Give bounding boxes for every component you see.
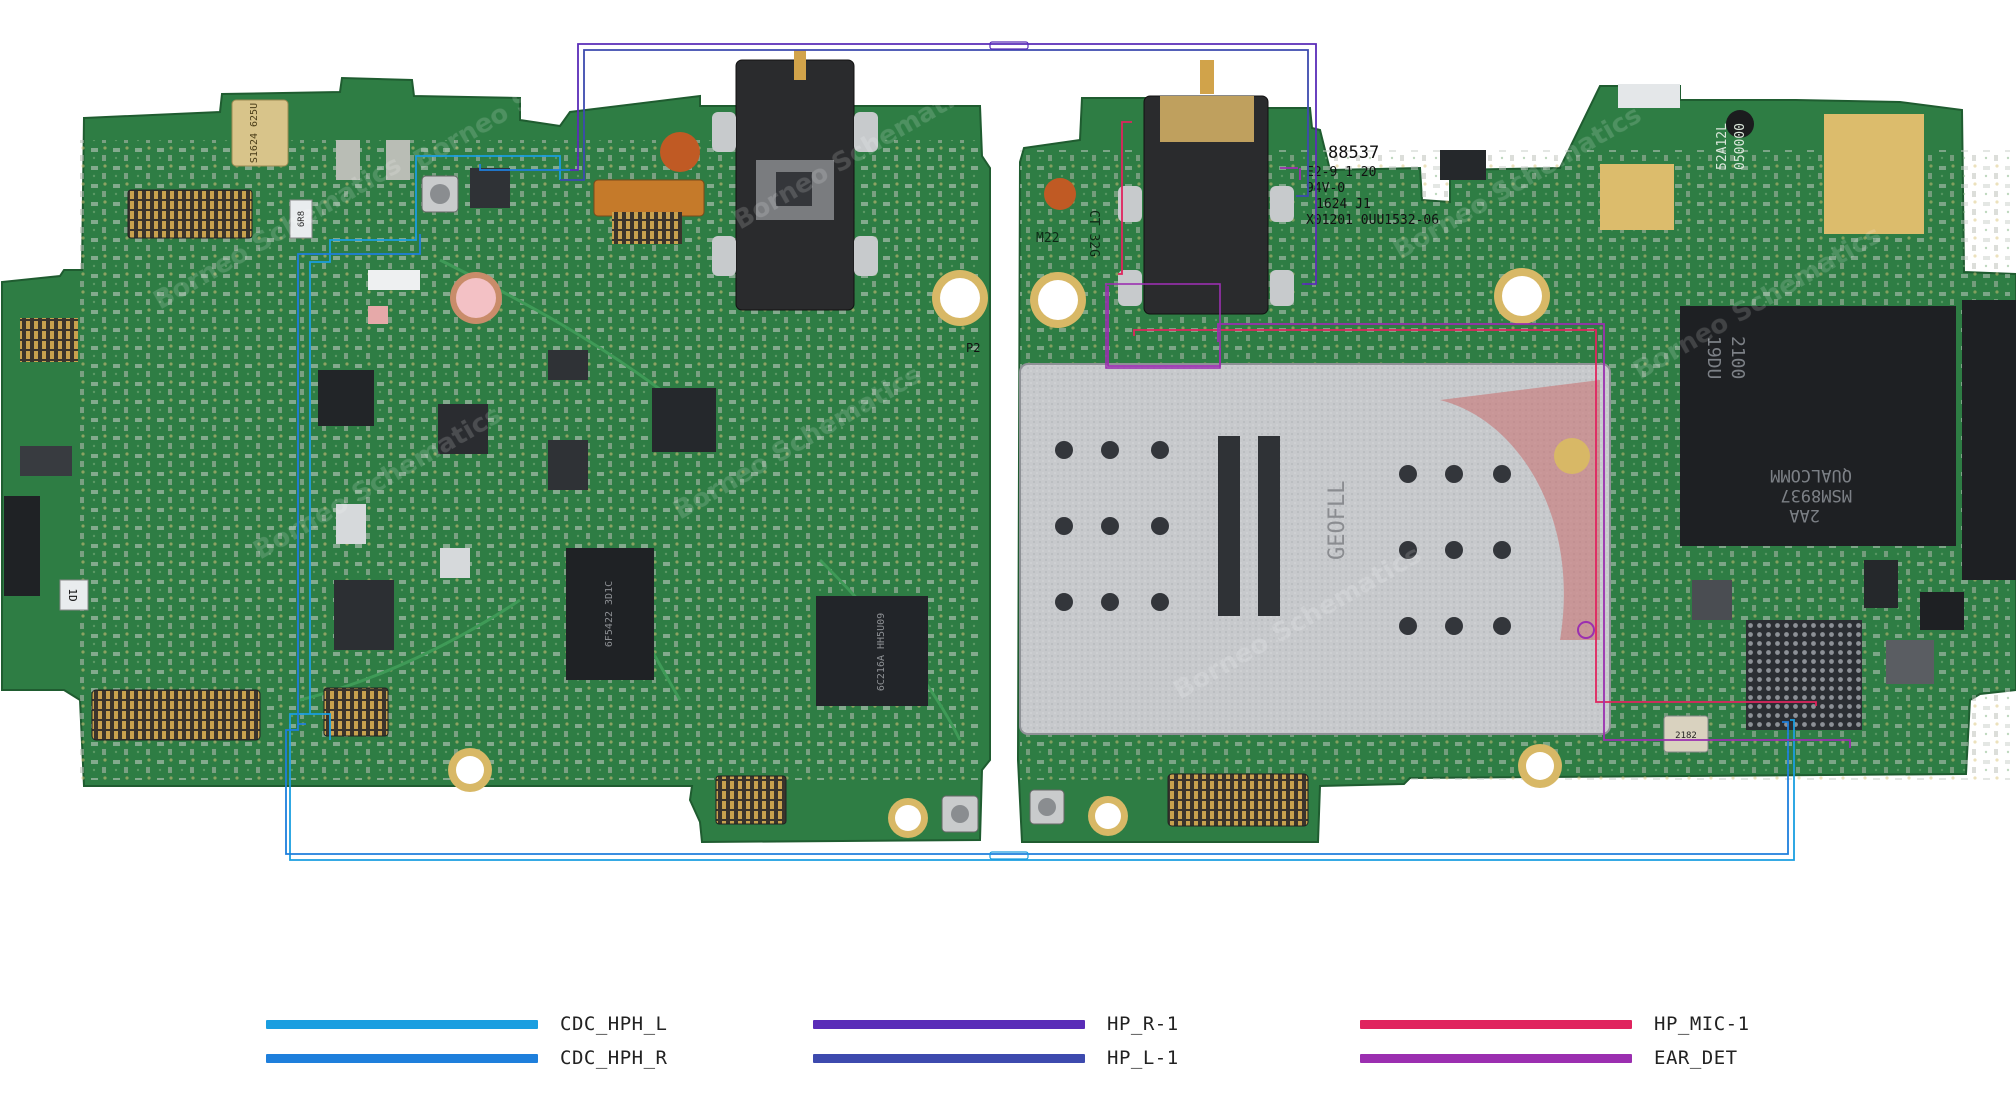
legend-item-hp-mic-1: HP_MIC-1 [1360,1007,1750,1041]
jack-line-1: E2-9 1 20 [1306,165,1376,180]
chip-b-label: 6C216A HH5U09 [876,613,887,691]
trace-hp-mic-1 [1118,121,1817,706]
legend-item-ear-det: EAR_DET [1360,1041,1738,1075]
crystal-label: S1624 625U [249,103,260,163]
probe-dot-sim [1577,621,1595,639]
legend-swatch [266,1019,538,1029]
legend-swatch [1360,1053,1632,1063]
cpu-line-1: QUALCOMM [1770,465,1852,485]
cap-line-2: 050000 [1733,123,1748,170]
legend-label: CDC_HPH_L [560,1013,668,1035]
legend: CDC_HPH_L CDC_HPH_R HP_R-1 HP_L-1 HP_MIC… [0,960,2016,1080]
flex-connector [593,179,705,217]
legend-item-cdc-hph-l: CDC_HPH_L [266,1007,667,1041]
jack-line-4: X01201 0UU1532-06 [1306,213,1439,228]
right-mark-1: CT 32G [1086,210,1101,257]
left-ref-label: 6R8 [297,211,307,227]
legend-item-hp-r-1: HP_R-1 [813,1007,1179,1041]
trace-hp-r-1 [570,43,1317,285]
board-view: S1624 625U 6R8 6F5422 3D1C 6C216A HH5U09… [1,41,2016,861]
chip-a-label: 6F5422 3D1C [604,581,615,647]
gold-pad-1 [1600,164,1674,230]
chip-b [816,596,928,706]
bridge-marker-bottom [989,851,1029,860]
jack-id-label: 88537 [1328,143,1379,163]
trace-hp-l-1 [560,49,1309,197]
pad-label: P2 [966,341,980,355]
legend-label: HP_MIC-1 [1654,1013,1750,1035]
osc-label: 2182 [1675,731,1697,741]
bridge-marker-top [989,41,1029,50]
right-mark-2: M22 [1036,231,1059,246]
legend-swatch [813,1019,1085,1029]
crystal [231,99,289,167]
mem-line-1: 19DU [1703,336,1724,379]
trace-cdc-hph-r [285,164,1789,855]
gold-pad-2 [1824,114,1924,234]
legend-swatch [1360,1019,1632,1029]
board-connector-bottom-left [91,689,261,741]
osc [1663,715,1709,753]
left-components: S1624 625U 6R8 6F5422 3D1C 6C216A HH5U09… [4,50,988,838]
legend-swatch [813,1053,1085,1063]
ic-left-3 [652,388,716,452]
board-connector-top-left [127,189,253,239]
flex-pad [660,132,700,172]
mic-opening [1726,110,1754,138]
board-connector-bottom-right [1167,773,1309,827]
legend-item-cdc-hph-r: CDC_HPH_R [266,1041,667,1075]
jack-line-2: 94V-0 [1306,181,1345,196]
trace-ear-det [1107,167,1851,748]
mem-line-2: 2100 [1727,336,1748,379]
cap-line-1: 52A12L [1715,123,1730,170]
legend-item-hp-l-1: HP_L-1 [813,1041,1179,1075]
board-connector-bottom-center [715,775,787,825]
legend-label: HP_R-1 [1107,1013,1179,1035]
bga-chip [1746,620,1862,730]
chip-a [566,548,654,680]
memory-chip [1680,306,1956,546]
board-connector-bottom-mid [323,687,389,737]
trace-cdc-hph-l [289,155,1795,861]
sim-tray [1019,363,1611,735]
probe-box-jack [1105,283,1221,369]
legend-label: EAR_DET [1654,1047,1738,1069]
cpu-line-3: 2AA [1789,505,1820,525]
legend-label: CDC_HPH_R [560,1047,668,1069]
signal-traces [285,41,1851,861]
jack-line-3: 1624 J1 [1316,197,1371,212]
legend-swatch [266,1053,538,1063]
ic-left-1 [318,370,374,426]
right-components: CT 32G M22 88537 E2-9 1 20 94V-0 1624 J1… [1019,60,2016,836]
legend-label: HP_L-1 [1107,1047,1179,1069]
sim-id-label: GEOFLL [1325,481,1350,560]
cpu-line-2: MSM8937 [1780,485,1852,505]
ic-left-2 [438,404,488,454]
left-mark-label: 1D [66,588,79,601]
